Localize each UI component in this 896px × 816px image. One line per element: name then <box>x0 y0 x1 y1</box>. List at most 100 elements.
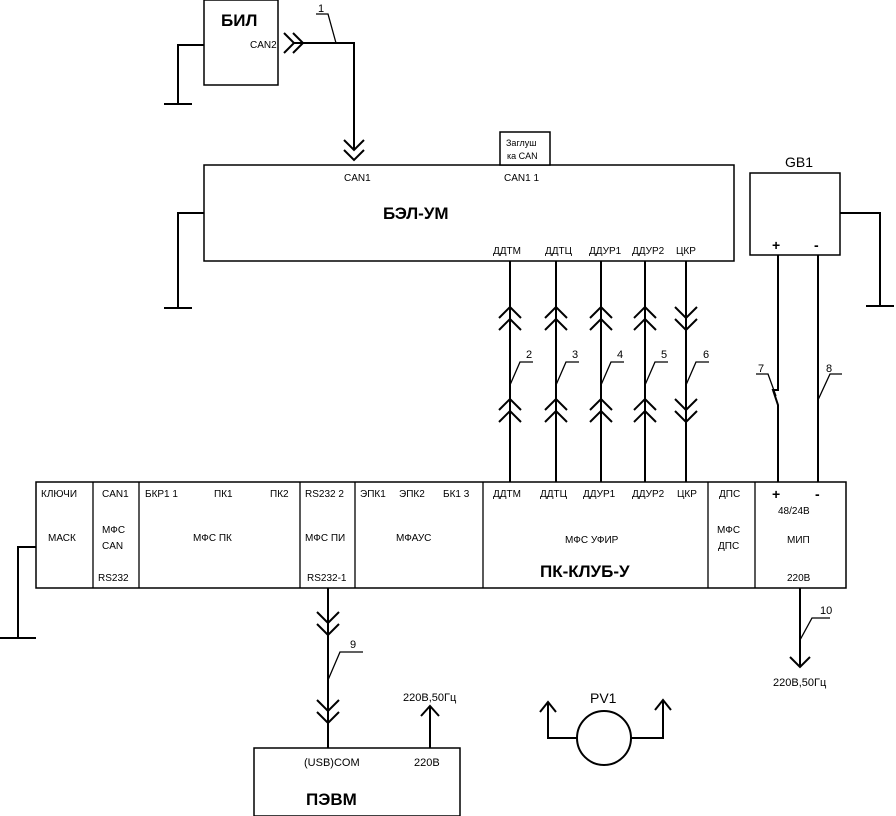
bil-port-label: CAN2 <box>250 40 277 51</box>
ufir-in-ddtm: ДДТМ <box>493 489 521 500</box>
gb1-battery: GB1 + - 7 8 <box>749 154 894 482</box>
mfs-can-name-2: CAN <box>102 541 123 552</box>
gb1-box <box>749 172 841 256</box>
mip-mains: 10 220В,50Гц <box>773 588 832 689</box>
wire-8-number: 8 <box>826 363 832 375</box>
belum-out-ddur2: ДДУР2 <box>632 246 665 257</box>
wire-4-connector-bottom <box>589 397 613 423</box>
pevm-unit: (USB)COM 220В ПЭВМ 220В,50Гц <box>253 692 461 816</box>
wire-7-number: 7 <box>758 363 764 375</box>
mfs-dps-name-1: МФС <box>717 525 740 536</box>
pk-klub-title: ПК-КЛУБ-У <box>540 562 630 581</box>
pevm-port: (USB)COM <box>304 757 360 769</box>
belum-can1-1-label: CAN1 1 <box>504 173 539 184</box>
pevm-link: 9 <box>316 588 363 748</box>
wire-10-arrow-icon <box>789 656 811 669</box>
wire-2-number: 2 <box>526 349 532 361</box>
wire-2-connector-top <box>498 305 522 331</box>
belum-box <box>203 164 735 262</box>
pv1-label: PV1 <box>590 690 617 706</box>
wire-5-leader <box>644 361 668 386</box>
gb1-minus: - <box>814 237 819 253</box>
mip-mains-label: 220В,50Гц <box>773 677 827 689</box>
wire-9-connector-top <box>316 611 340 637</box>
ufir-in-ddtc: ДДТЦ <box>540 489 568 500</box>
pv1-circle-icon <box>576 710 632 766</box>
pevm-mains-label: 220В,50Гц <box>403 692 457 704</box>
mfs-pi-name: МФС ПИ <box>305 533 345 544</box>
wire-2-leader <box>509 361 533 386</box>
gb1-plus: + <box>772 237 780 253</box>
wire-9-number: 9 <box>350 639 356 651</box>
pevm-power: 220В <box>414 757 440 769</box>
bil-unit: БИЛ CAN2 1 <box>164 0 365 162</box>
pv1-right-wire <box>631 700 664 739</box>
mfs-pk-top-mid: ПК1 <box>214 489 233 500</box>
wire-1-leader <box>316 13 337 44</box>
pv1-right-arrow-icon <box>654 698 672 711</box>
wire-6-number: 6 <box>703 349 709 361</box>
pevm-power-arrow-icon <box>420 704 440 717</box>
mfs-pk-name: МФС ПК <box>193 533 232 544</box>
mip-bottom: 220В <box>787 573 811 584</box>
mask-top-label: КЛЮЧИ <box>41 489 77 500</box>
mfs-can-name-1: МФС <box>102 525 125 536</box>
gb1-title: GB1 <box>785 154 813 170</box>
bil-ground-wire <box>177 44 204 104</box>
mfs-dps-top: ДПС <box>719 489 740 500</box>
mfs-dps-name-2: ДПС <box>718 541 739 552</box>
wire-5-number: 5 <box>661 349 667 361</box>
wire-3-connector-top <box>544 305 568 331</box>
wire-3-number: 3 <box>572 349 578 361</box>
belum-out-ddur1: ДДУР1 <box>589 246 622 257</box>
mfs-can-top: CAN1 <box>102 489 129 500</box>
mfaus-top-2: ЭПК2 <box>399 489 425 500</box>
mfaus-top-3: БК1 3 <box>443 489 470 500</box>
mip-voltage: 48/24В <box>778 506 810 517</box>
wire-6-connector-top <box>674 306 698 332</box>
belum-ground-wire <box>177 212 204 308</box>
wire-6-connector-bottom <box>674 398 698 424</box>
wire-1 <box>294 42 355 150</box>
mfs-can-bottom: RS232 <box>98 573 129 584</box>
pv1-left-arrow-icon <box>539 700 557 713</box>
wire-6-leader <box>685 361 709 386</box>
signal-wires: 2 3 4 5 6 <box>498 261 709 482</box>
pk-klub-box <box>35 481 847 589</box>
mfs-pk-top-left: БКР1 1 <box>145 489 178 500</box>
wire-8-leader <box>817 373 842 401</box>
pk-block-dividers <box>92 482 756 588</box>
wire-4-connector-top <box>589 305 613 331</box>
wire-9-connector-bottom <box>316 699 340 725</box>
gb1-ground-wire <box>840 212 881 306</box>
mfaus-top-1: ЭПК1 <box>360 489 386 500</box>
bil-box <box>203 0 279 86</box>
pevm-title: ПЭВМ <box>306 790 357 809</box>
mfs-pk-top-right: ПК2 <box>270 489 289 500</box>
wire-1-number: 1 <box>318 3 324 15</box>
wire-4-leader <box>600 361 624 386</box>
belum-out-ddtc: ДДТЦ <box>545 246 573 257</box>
wire-9-leader <box>327 651 363 681</box>
pv1-meter: PV1 <box>539 690 672 766</box>
belum-out-ddtm: ДДТМ <box>493 246 521 257</box>
pv1-left-wire <box>547 702 577 739</box>
can-plug-box <box>499 131 551 166</box>
ufir-in-ckr: ЦКР <box>677 489 697 500</box>
bil-title: БИЛ <box>221 11 257 30</box>
pevm-box <box>253 747 461 816</box>
belum-can1-connector-icon <box>343 139 365 152</box>
can-plug-label-2: ка CAN <box>507 151 538 161</box>
wire-5-connector-bottom <box>633 397 657 423</box>
belum-unit: БЭЛ-УМ CAN1 CAN1 1 Заглуш ка CAN ДДТМ ДД… <box>164 131 735 309</box>
ufir-in-ddur1: ДДУР1 <box>583 489 616 500</box>
wire-3-connector-bottom <box>544 397 568 423</box>
pk-ground-wire <box>17 546 36 638</box>
mip-plus: + <box>772 486 780 502</box>
belum-out-ckr: ЦКР <box>676 246 696 257</box>
wire-5-connector-top <box>633 305 657 331</box>
wire-7 <box>771 255 779 482</box>
ufir-in-ddur2: ДДУР2 <box>632 489 665 500</box>
can-plug-label-1: Заглуш <box>506 138 537 148</box>
